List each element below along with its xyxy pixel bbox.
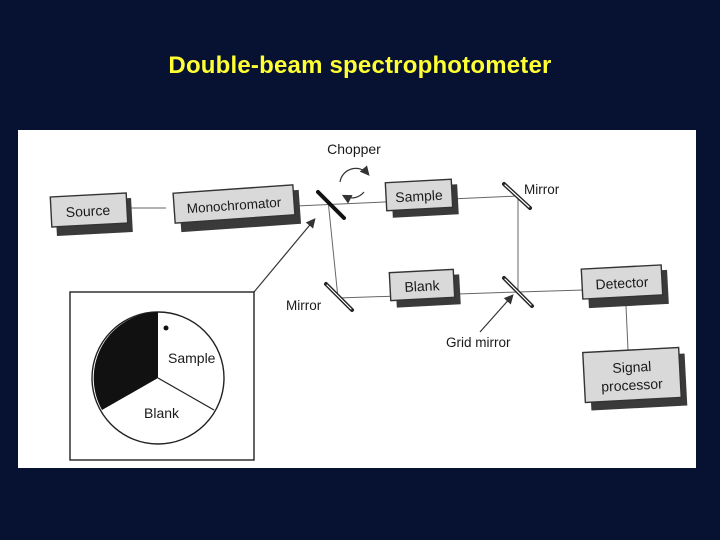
beam-grid-to-detector (517, 289, 585, 293)
slide-title: Double-beam spectrophotometer (168, 52, 552, 79)
signal-processor-label-line2: processor (601, 375, 664, 394)
chopper-inset-blank-label: Blank (144, 405, 180, 421)
chopper-disc-opaque-sector (93, 312, 158, 410)
signal-processor-box: Signal processor (582, 346, 688, 411)
chopper-rotation-arrow-top (339, 165, 370, 183)
signal-processor-label-line1: Signal (612, 358, 652, 376)
source-box: Source (49, 192, 133, 236)
chopper-rotation-arrow-bottom (341, 191, 365, 204)
monochromator-label: Monochromator (186, 195, 282, 217)
chopper: Chopper (316, 141, 381, 220)
chopper-blade (316, 190, 346, 220)
chopper-inset-sample-label: Sample (168, 350, 216, 366)
source-label: Source (65, 202, 110, 220)
grid-mirror: Grid mirror (446, 276, 534, 350)
grid-mirror-label: Grid mirror (446, 335, 511, 350)
beam-detector-to-processor (625, 305, 629, 351)
mirror-top-label: Mirror (524, 182, 560, 197)
mirror-bottom-label: Mirror (286, 298, 322, 313)
inset-pointer (253, 218, 316, 293)
sample-box: Sample (384, 178, 459, 218)
mirror-bottom: Mirror (286, 282, 354, 313)
chopper-disc-divider (157, 377, 215, 411)
sample-label: Sample (395, 187, 443, 205)
chopper-disc-pivot (163, 325, 169, 331)
blank-box: Blank (388, 268, 461, 308)
diagram-panel: Source Monochromator Chopper Sample Mirr… (18, 130, 696, 468)
spectrophotometer-diagram: Source Monochromator Chopper Sample Mirr… (49, 141, 688, 461)
blank-label: Blank (404, 277, 441, 295)
chopper-label: Chopper (327, 141, 381, 157)
mirror-top: Mirror (502, 182, 560, 210)
detector-box: Detector (580, 264, 669, 309)
grid-mirror-pointer (479, 294, 514, 333)
detector-label: Detector (595, 274, 649, 293)
monochromator-box: Monochromator (172, 184, 302, 233)
chopper-inset: Sample Blank (69, 291, 255, 461)
beam-chopper-down (327, 199, 339, 299)
